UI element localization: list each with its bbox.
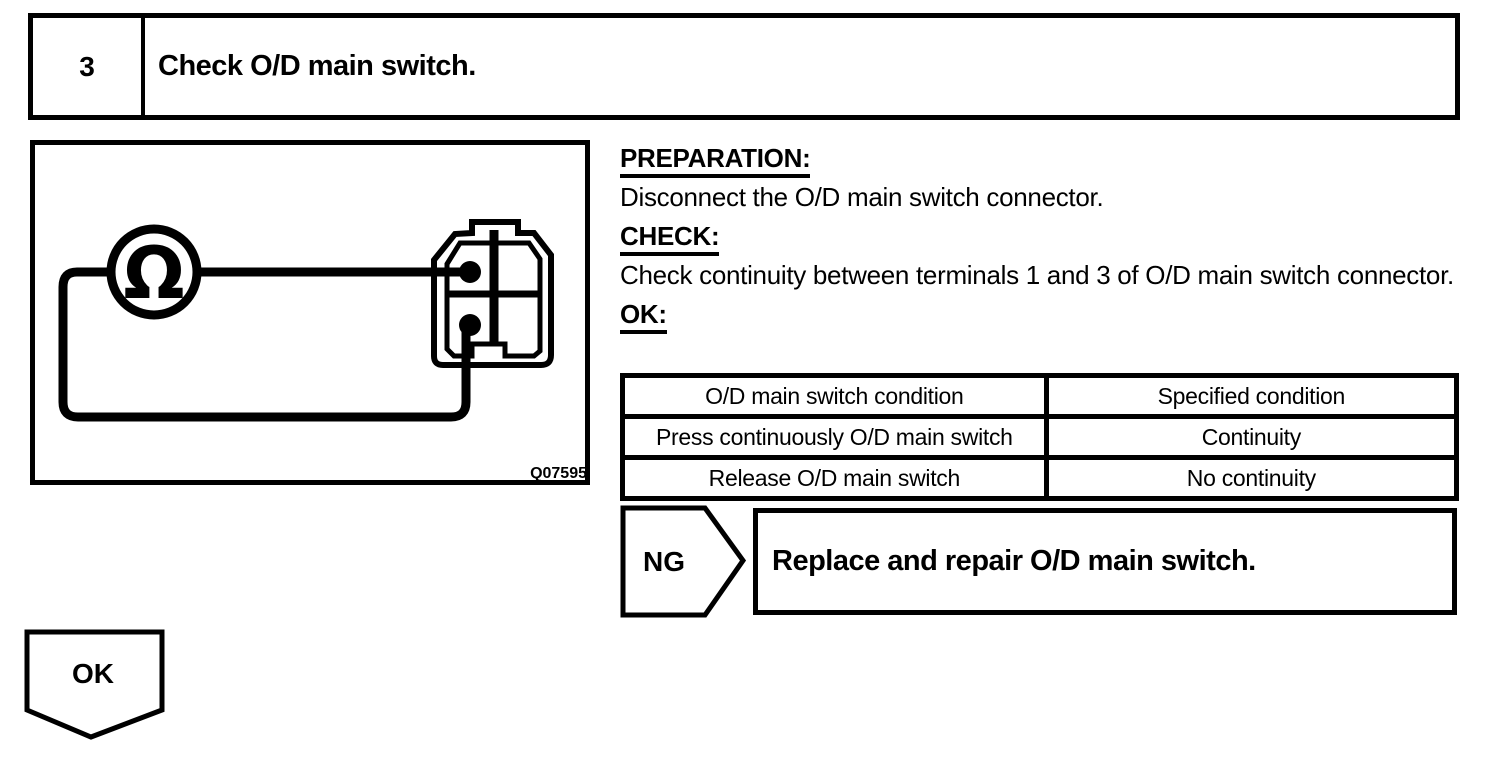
table-row: Press continuously O/D main switch Conti…: [620, 414, 1460, 460]
figure-box: Ω Q07595: [30, 140, 590, 485]
cell-condition: Release O/D main switch: [620, 455, 1049, 501]
circuit-diagram: Ω Q07595: [58, 219, 587, 482]
ok-flow-arrow: OK: [24, 629, 165, 740]
connector-inner-outline: [444, 240, 543, 359]
ng-flow-arrow: NG: [620, 505, 747, 618]
condition-table: O/D main switch condition Specified cond…: [620, 373, 1460, 501]
preparation-heading: PREPARATION:: [620, 139, 1465, 178]
step-title: Check O/D main switch.: [158, 50, 476, 82]
ng-pentagon-shape: [620, 505, 747, 618]
ok-pentagon-shape: [24, 629, 165, 740]
ok-heading: OK:: [620, 295, 1465, 334]
cell-result: No continuity: [1043, 455, 1460, 501]
terminal-1-dot: [459, 261, 481, 283]
ng-action-text: Replace and repair O/D main switch.: [772, 545, 1256, 577]
cell-condition: Press continuously O/D main switch: [620, 414, 1049, 460]
ng-action-box: Replace and repair O/D main switch.: [753, 508, 1457, 615]
header-switch-condition: O/D main switch condition: [620, 373, 1049, 419]
meter-negative-wire: [58, 267, 471, 422]
ok-label: OK:: [620, 299, 667, 334]
ng-label: NG: [643, 546, 685, 577]
step-header: 3 Check O/D main switch.: [28, 13, 1460, 120]
instructions: PREPARATION: Disconnect the O/D main swi…: [620, 139, 1465, 334]
preparation-label: PREPARATION:: [620, 143, 811, 178]
terminal-3-dot: [459, 314, 481, 336]
cell-result: Continuity: [1043, 414, 1460, 460]
figure-code: Q07595: [530, 465, 587, 482]
connector-outer-outline: [431, 219, 554, 368]
step-number: 3: [33, 18, 145, 115]
ohmmeter-icon: Ω: [123, 231, 184, 315]
table-row: Release O/D main switch No continuity: [620, 455, 1460, 501]
header-specified-condition: Specified condition: [1043, 373, 1460, 419]
table-header-row: O/D main switch condition Specified cond…: [620, 373, 1460, 419]
check-text: Check continuity between terminals 1 and…: [620, 260, 1454, 290]
preparation-text: Disconnect the O/D main switch connector…: [620, 182, 1104, 212]
check-label: CHECK:: [620, 221, 720, 256]
ohmmeter-circle: [106, 224, 202, 320]
ok-label: OK: [72, 658, 114, 689]
check-heading: CHECK:: [620, 217, 1465, 256]
